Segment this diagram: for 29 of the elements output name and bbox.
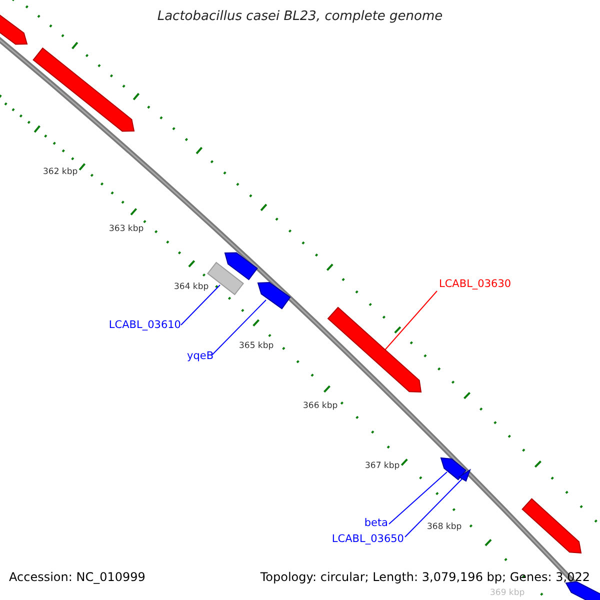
gene-feature xyxy=(458,468,471,482)
gene-label: beta xyxy=(364,517,388,530)
gene-feature xyxy=(257,282,291,310)
gene-box xyxy=(207,262,244,296)
scale-label: 369 kbp xyxy=(490,588,525,598)
gene-label: LCABL_03610 xyxy=(108,319,181,332)
scale-label: 364 kbp xyxy=(174,282,209,292)
leader-line xyxy=(180,284,220,326)
scale-label: 365 kbp xyxy=(239,341,274,352)
gene-feature xyxy=(522,498,582,554)
scale-label: 367 kbp xyxy=(365,461,400,472)
leader-line xyxy=(212,300,266,356)
accession-text: Accession: NC_010999 xyxy=(9,570,146,584)
scale-label: 366 kbp xyxy=(303,401,338,412)
leader-line xyxy=(404,478,462,538)
leader-line xyxy=(388,472,448,524)
scale-label: 368 kbp xyxy=(427,522,462,532)
scale-label: 362 kbp xyxy=(43,167,78,178)
gene-label: LCABL_03630 xyxy=(439,278,512,291)
gene-feature xyxy=(32,47,135,132)
gene-label: LCABL_03650 xyxy=(332,533,404,546)
gene-feature xyxy=(327,306,422,393)
genome-info-text: Topology: circular; Length: 3,079,196 bp; Genes: 3,022 xyxy=(260,570,590,584)
gene-feature xyxy=(224,252,258,280)
title: Lactobacillus casei BL23, complete genome xyxy=(156,9,444,25)
leader-line xyxy=(384,290,438,352)
gene-feature xyxy=(565,581,600,600)
scale-label: 363 kbp xyxy=(109,224,144,234)
gene-label: yqeB xyxy=(187,350,214,363)
